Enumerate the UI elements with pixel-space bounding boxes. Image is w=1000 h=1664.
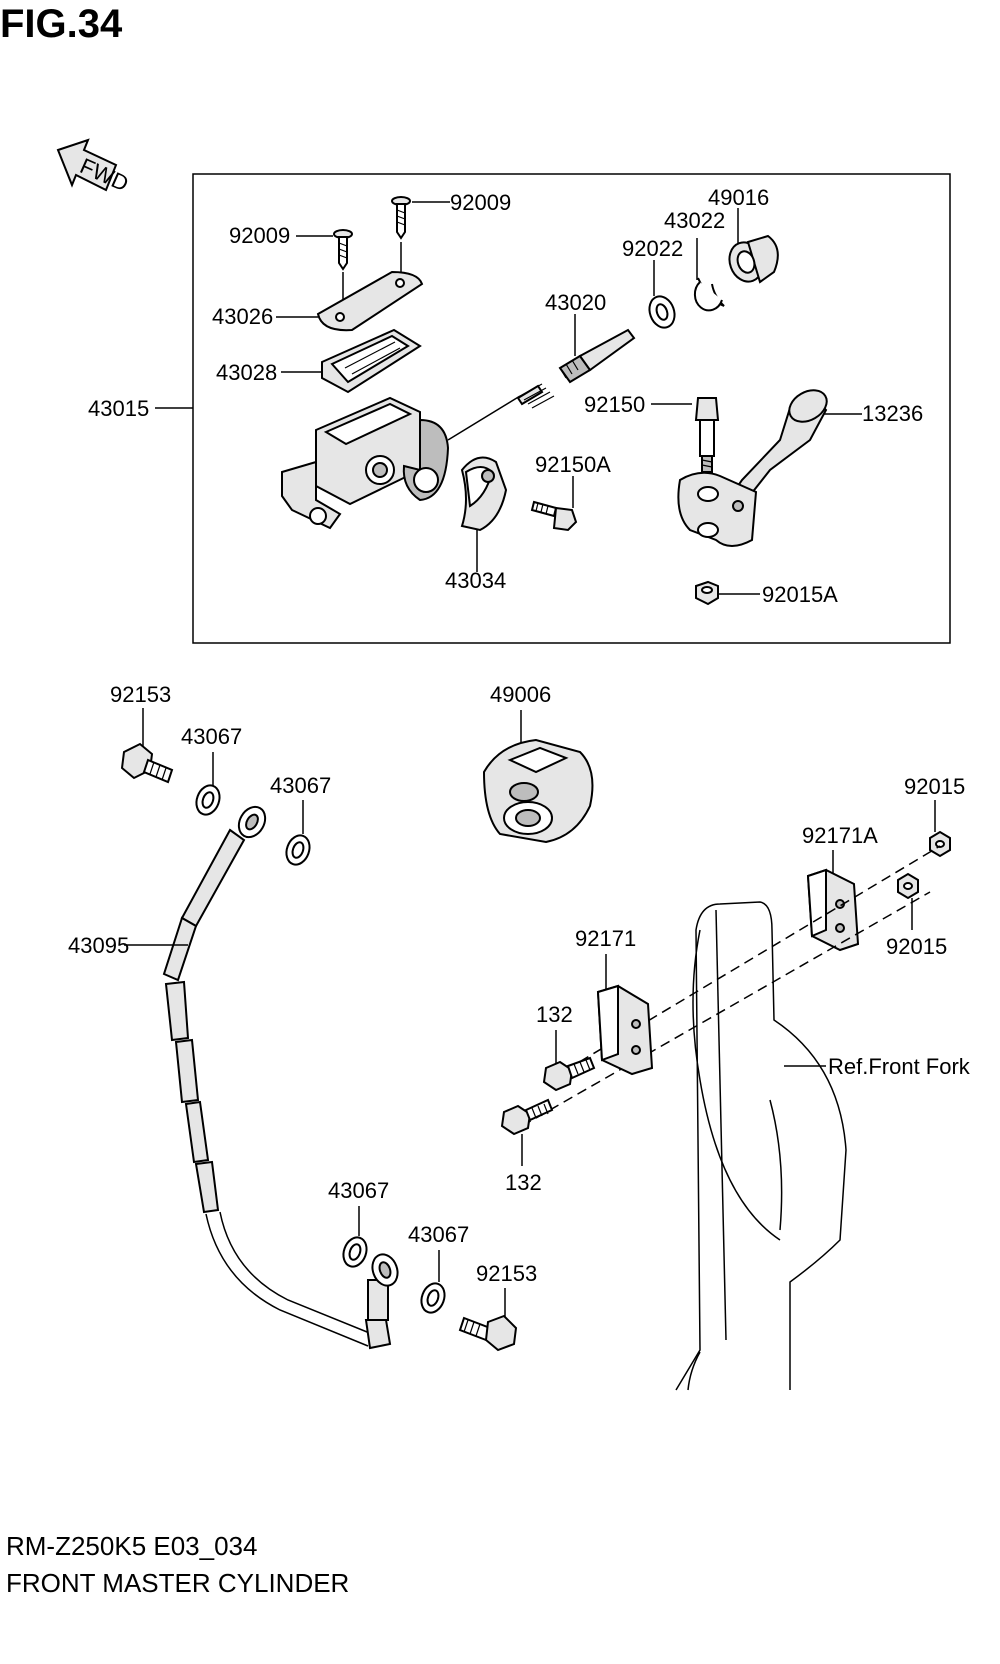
label-132-bottom: 132 bbox=[505, 1170, 542, 1195]
washer-43067-top-right bbox=[285, 834, 311, 866]
label-92015-bottom: 92015 bbox=[886, 934, 947, 959]
nut-92015A bbox=[695, 580, 719, 606]
assembly-frame-43015 bbox=[192, 173, 951, 644]
label-92015-top: 92015 bbox=[904, 774, 965, 799]
label-43067-top-right: 43067 bbox=[270, 773, 331, 798]
label-92171A: 92171A bbox=[802, 823, 878, 848]
label-92153-bottom: 92153 bbox=[476, 1261, 537, 1286]
clutch-hose-43095 bbox=[162, 805, 399, 1350]
label-92153-top: 92153 bbox=[110, 682, 171, 707]
label-92009-left: 92009 bbox=[229, 223, 290, 248]
fwd-arrow-icon: FWD bbox=[56, 138, 132, 196]
piston-43020 bbox=[516, 328, 636, 409]
washer-43067-bottom-right bbox=[420, 1282, 446, 1314]
label-92150A: 92150A bbox=[535, 452, 611, 477]
label-43034: 43034 bbox=[445, 568, 506, 593]
washer-43067-top-left bbox=[195, 784, 221, 816]
label-43020: 43020 bbox=[545, 290, 606, 315]
circlip-43022 bbox=[693, 277, 725, 312]
label-ref-front-fork: Ref.Front Fork bbox=[828, 1054, 971, 1079]
label-13236: 13236 bbox=[862, 401, 923, 426]
clutch-lever-13236 bbox=[677, 389, 828, 547]
pivot-bolt-92150 bbox=[694, 397, 720, 473]
front-fork-reference bbox=[675, 901, 847, 1391]
label-92009-right: 92009 bbox=[450, 190, 511, 215]
label-92022: 92022 bbox=[622, 236, 683, 261]
label-49016: 49016 bbox=[708, 185, 769, 210]
clamp-bolt-92150A bbox=[530, 500, 578, 532]
bolt-132-top bbox=[542, 1056, 596, 1092]
hose-guide-92171 bbox=[596, 984, 654, 1076]
label-49006: 49006 bbox=[490, 682, 551, 707]
figure-title: FIG.34 bbox=[0, 2, 123, 46]
nut-92015-top bbox=[929, 830, 951, 858]
label-43067-bottom-left: 43067 bbox=[328, 1178, 389, 1203]
label-92015A: 92015A bbox=[762, 582, 838, 607]
model-code: RM-Z250K5 E03_034 bbox=[6, 1531, 258, 1561]
label-43067-bottom-right: 43067 bbox=[408, 1222, 469, 1247]
label-43026: 43026 bbox=[212, 304, 273, 329]
figure-name: FRONT MASTER CYLINDER bbox=[6, 1568, 350, 1598]
label-43067-top-left: 43067 bbox=[181, 724, 242, 749]
dust-boot-49016 bbox=[728, 234, 779, 284]
label-92150: 92150 bbox=[584, 392, 645, 417]
label-43022: 43022 bbox=[664, 208, 725, 233]
bolt-132-bottom bbox=[500, 1098, 554, 1136]
label-92171: 92171 bbox=[575, 926, 636, 951]
banjo-bolt-92153-top bbox=[120, 742, 174, 784]
screw-92009-left bbox=[333, 229, 353, 271]
banjo-bolt-92153-bottom bbox=[458, 1314, 518, 1352]
lever-holder-49006 bbox=[482, 738, 594, 844]
label-132-top: 132 bbox=[536, 1002, 573, 1027]
washer-92022 bbox=[648, 295, 676, 329]
diaphragm-43028 bbox=[321, 328, 422, 394]
label-43015: 43015 bbox=[88, 396, 149, 421]
washer-43067-bottom-left bbox=[342, 1236, 368, 1268]
label-43095: 43095 bbox=[68, 933, 129, 958]
label-43028: 43028 bbox=[216, 360, 277, 385]
master-cylinder-body bbox=[281, 396, 450, 530]
screw-92009-right bbox=[391, 196, 411, 240]
reservoir-cap-43026 bbox=[316, 270, 424, 332]
nut-92015-bottom bbox=[897, 872, 919, 900]
handlebar-clamp-43034 bbox=[460, 456, 508, 532]
